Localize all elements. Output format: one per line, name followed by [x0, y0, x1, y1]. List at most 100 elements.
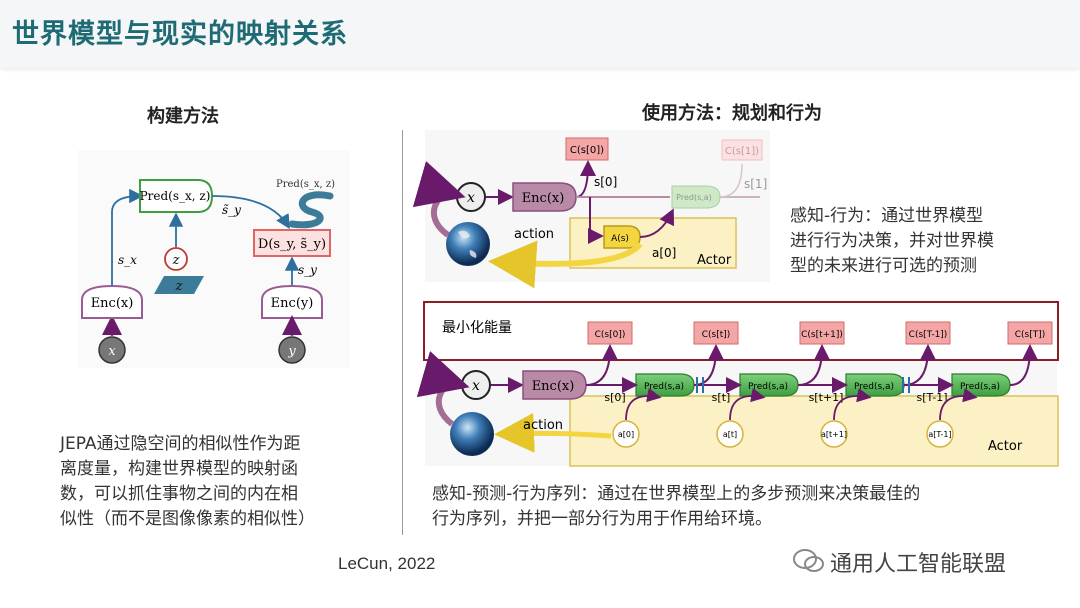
cost-box — [693, 321, 739, 345]
planning-diagram-bottom: 最小化能量 Actor x Enc(x) action C(s[0])C(s[t… — [416, 300, 1059, 467]
bottom-chain: C(s[0])C(s[t])C(s[t+1])C(s[T-1])C(s[T])P… — [585, 321, 1053, 448]
pred-label: Pred(s,a) — [644, 382, 684, 392]
sx-label: s_x — [118, 253, 137, 267]
action-to-pred-arrow — [939, 388, 978, 421]
y-node — [278, 336, 306, 364]
action-label-bottom: action — [523, 418, 563, 433]
pred-to-d-arrow — [211, 195, 290, 230]
left-description-line: 离度量，构建世界模型的映射函 — [60, 459, 298, 479]
left-description: JEPA通过隐空间的相似性作为距 离度量，构建世界模型的映射函 数，可以抓住事物… — [60, 432, 380, 532]
cost-label: C(s[0]) — [595, 330, 626, 340]
enc-x-label: Enc(x) — [91, 296, 134, 311]
top-right-description-line: 感知-行为：通过世界模型 — [790, 206, 984, 226]
cost-label: C(s[T]) — [1015, 330, 1046, 340]
state-label: s[T-1] — [917, 391, 948, 404]
state-label: s[0] — [604, 391, 625, 404]
cost-label: C(s[t]) — [702, 330, 731, 340]
left-description-line: 数，可以抓住事物之间的内在相 — [60, 484, 298, 504]
credit-text: LeCun, 2022 — [338, 554, 436, 573]
actor-label-top: Actor — [697, 253, 732, 268]
z-node-label: z — [172, 253, 180, 268]
sy-label: s_y — [298, 263, 317, 277]
pred-top-label: Pred(s,a) — [676, 193, 712, 202]
x-node — [98, 336, 126, 364]
pred-label: Pred(s,a) — [748, 382, 788, 392]
top-right-description: 感知-行为：通过世界模型 进行行为决策，并对世界模 型的未来进行可选的预测 — [790, 204, 1060, 279]
x-node-bottom-label: x — [472, 378, 480, 394]
cost-box — [1007, 321, 1053, 345]
bottom-right-description-line: 感知-预测-行为序列：通过在世界模型上的多步预测来决策最佳的 — [432, 484, 921, 504]
cost-0-top — [565, 137, 609, 161]
earth-image-top — [446, 222, 490, 266]
earth-image-bottom — [450, 412, 494, 456]
actor-label-bottom: Actor — [988, 439, 1023, 454]
s0-label-top: s[0] — [594, 175, 617, 189]
cost-label: C(s[t+1]) — [801, 330, 843, 340]
action-arrow-top — [488, 240, 643, 289]
action-node — [820, 420, 848, 448]
z-parallelogram — [154, 276, 204, 294]
wechat-icon — [793, 549, 824, 572]
pred-label: Pred(s,a) — [960, 382, 1000, 392]
pred-label: Pred(s_x, z) — [140, 189, 211, 203]
cost-1-top — [721, 139, 763, 161]
jepa-diagram: x Enc(x) s_x Pred(s_x, z) z z s̃_y Pred(… — [78, 150, 350, 368]
watermark-text: 通用人工智能联盟 — [830, 552, 1007, 577]
cost-box — [905, 321, 951, 345]
pred-to-cost-arrow — [1009, 344, 1038, 386]
top-right-description-line: 进行行为决策，并对世界模 — [790, 231, 994, 251]
left-description-line: 似性（而不是图像像素的相似性） — [60, 509, 315, 529]
action-node — [612, 420, 640, 448]
d-block — [253, 229, 331, 257]
cost-1-top-label: C(s[1]) — [725, 146, 759, 157]
x-node-label: x — [108, 344, 116, 359]
enc-top-label: Enc(x) — [522, 191, 565, 206]
as-to-pred-arrow — [639, 208, 675, 238]
top-right-description-line: 型的未来进行可选的预测 — [790, 256, 977, 276]
header-bar: 世界模型与现实的映射关系 — [0, 0, 1080, 68]
action-node — [716, 420, 744, 448]
pred-label: Pred(s,a) — [854, 382, 894, 392]
state-label: s[t] — [712, 391, 731, 404]
left-description-line: JEPA通过隐空间的相似性作为距 — [60, 434, 301, 454]
x-node-top-label: x — [467, 190, 475, 206]
enc-y-block — [261, 284, 323, 319]
action-node-label: a[t+1] — [821, 430, 847, 439]
world-to-x-arrow-bottom — [416, 351, 470, 427]
action-node-label: a[T-1] — [928, 430, 951, 439]
actor-box-bottom — [569, 395, 1059, 467]
z-box-label: z — [175, 279, 183, 294]
a0-label-top: a[0] — [652, 246, 676, 260]
column-divider — [402, 130, 403, 535]
action-arrow-bottom — [494, 412, 612, 453]
page-title: 世界模型与现实的映射关系 — [12, 19, 348, 50]
action-node — [926, 420, 954, 448]
s-tilde-label: s̃_y — [222, 203, 241, 217]
planning-diagram-top: x Enc(x) C(s[0]) s[0] Pred(s,a) C(s[1]) … — [412, 130, 770, 289]
cost-box — [799, 321, 845, 345]
energy-box — [423, 301, 1059, 361]
enc-y-label: Enc(y) — [271, 296, 314, 311]
state-label: s[t+1] — [809, 391, 844, 404]
state-to-actor-arrow — [587, 197, 604, 244]
sx-arrow — [111, 188, 144, 213]
y-node-label: y — [287, 344, 296, 359]
world-to-x-arrow-top — [412, 161, 466, 238]
pred-small-label: Pred(s_x, z) — [276, 179, 335, 190]
left-heading: 构建方法 — [147, 106, 219, 127]
d-label: D(s_y, s̃_y) — [258, 237, 326, 252]
action-to-pred-arrow — [625, 387, 662, 421]
enc-x-block — [81, 284, 143, 319]
cost-0-top-label: C(s[0]) — [570, 145, 604, 156]
action-to-pred-arrow — [729, 387, 766, 421]
jepa-background — [78, 150, 350, 368]
right-heading: 使用方法：规划和行为 — [642, 103, 822, 124]
bottom-right-description-line: 行为序列，并把一部分行为用于作用给环境。 — [432, 509, 772, 529]
action-to-pred-arrow — [833, 388, 872, 421]
action-node-label: a[t] — [723, 430, 737, 439]
action-label-top: action — [514, 227, 554, 242]
z-node — [164, 247, 188, 271]
energy-s-shape — [288, 191, 334, 229]
action-node-label: a[0] — [618, 430, 634, 439]
